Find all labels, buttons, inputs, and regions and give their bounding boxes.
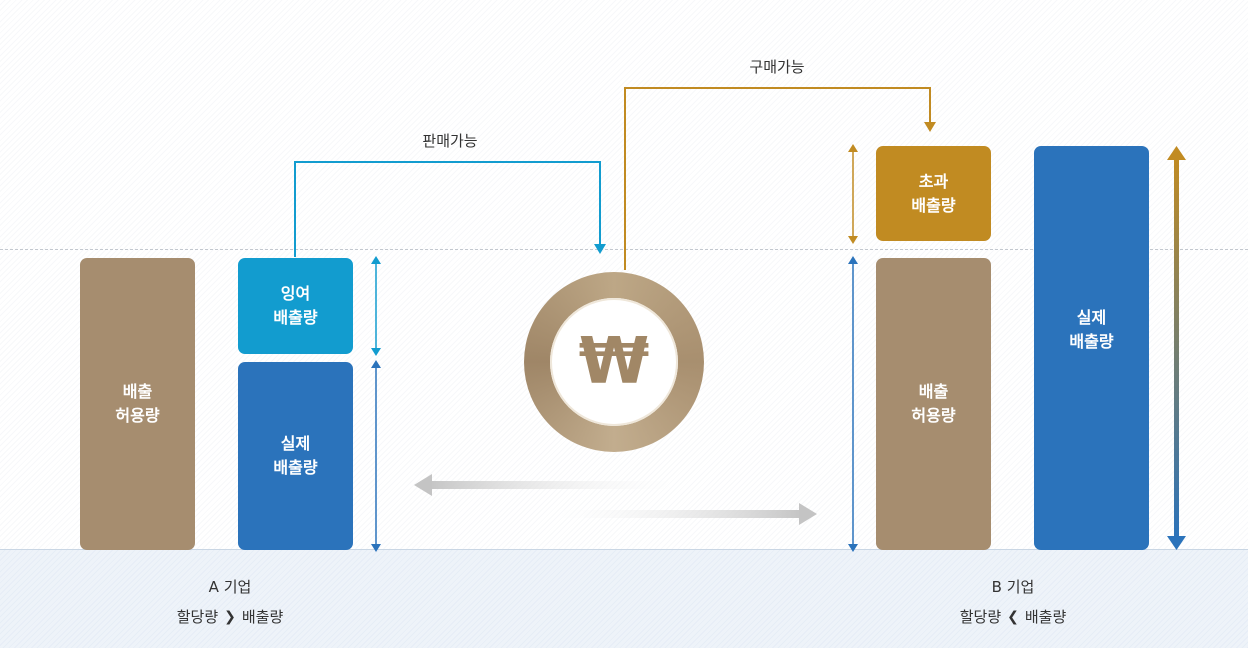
- sell-available-label: 판매가능: [422, 132, 478, 150]
- company-b-caption: B 기업 할당량 ❮ 배출량: [913, 572, 1113, 632]
- company-a-actual-measure-arrow: [371, 360, 381, 552]
- company-a-surplus-measure-arrow: [371, 256, 381, 356]
- won-symbol: ₩: [578, 325, 650, 399]
- company-b-actual-bar: 실제 배출량: [1034, 146, 1149, 550]
- company-a-actual-label: 실제 배출량: [273, 434, 318, 477]
- company-b-name: B 기업: [991, 578, 1035, 596]
- company-a-allowance-label: 배출 허용량: [115, 382, 160, 425]
- company-a-actual-bar: 실제 배출량: [238, 362, 353, 550]
- company-a-surplus-label: 잉여 배출량: [273, 284, 318, 327]
- company-b-actual-measure-arrow: [1167, 146, 1186, 550]
- company-a-allowance-bar: 배출 허용량: [80, 258, 195, 550]
- company-b-allowance-measure-arrow: [848, 256, 858, 552]
- less-than-icon: ❮: [1007, 609, 1019, 625]
- company-a-relation: 할당량 ❯ 배출량: [130, 602, 330, 632]
- sell-flow-line: [294, 161, 606, 257]
- won-coin-icon: ₩: [524, 272, 704, 452]
- company-a-name: A 기업: [208, 578, 252, 596]
- buy-flow-line: [624, 87, 936, 270]
- trade-arrow-left: [414, 474, 688, 496]
- company-a-relation-right: 배출량: [241, 608, 284, 626]
- ground-band: [0, 549, 1248, 648]
- company-b-excess-measure-arrow: [848, 144, 858, 244]
- buy-available-label: 구매가능: [749, 58, 805, 76]
- company-b-relation: 할당량 ❮ 배출량: [913, 602, 1113, 632]
- trade-arrow-right: [540, 503, 817, 525]
- coin-face: ₩: [550, 298, 678, 426]
- greater-than-icon: ❯: [224, 609, 236, 625]
- company-a-relation-left: 할당량: [176, 608, 219, 626]
- company-a-surplus-bar: 잉여 배출량: [238, 258, 353, 354]
- company-b-excess-bar: 초과 배출량: [876, 146, 991, 241]
- company-b-relation-left: 할당량: [959, 608, 1002, 626]
- company-b-relation-right: 배출량: [1024, 608, 1067, 626]
- company-b-excess-label: 초과 배출량: [911, 171, 956, 215]
- company-b-allowance-label: 배출 허용량: [911, 382, 956, 425]
- company-b-actual-label: 실제 배출량: [1069, 308, 1114, 351]
- company-b-allowance-bar: 배출 허용량: [876, 258, 991, 550]
- company-a-caption: A 기업 할당량 ❯ 배출량: [130, 572, 330, 632]
